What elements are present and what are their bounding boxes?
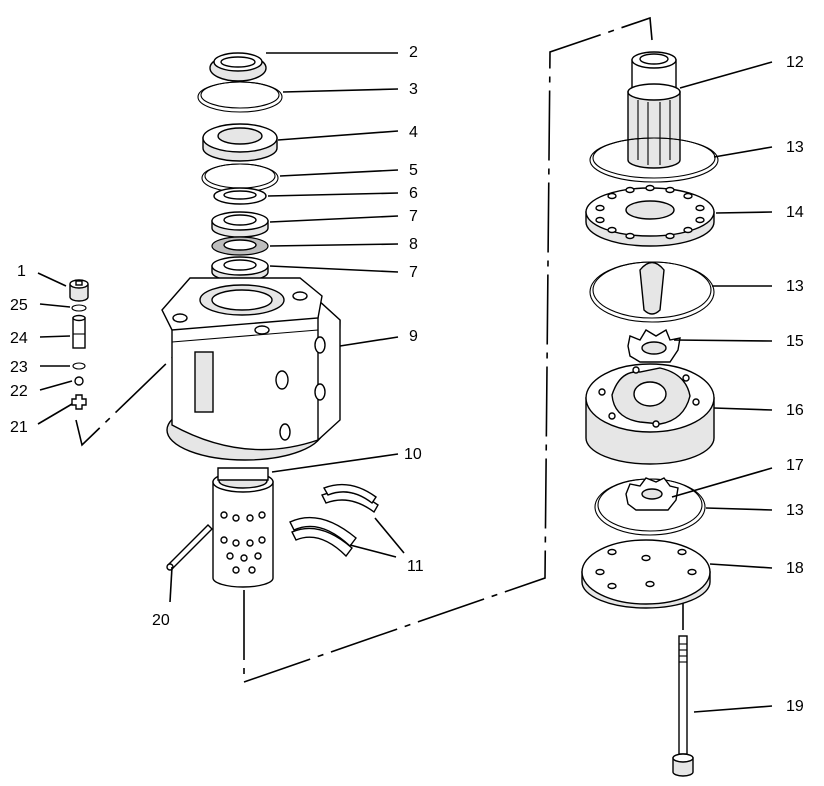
- part-16-gerotor-ring: [585, 363, 715, 465]
- callout-16: 16: [786, 402, 804, 419]
- part-6-washer: [213, 187, 267, 205]
- part-4-retainer: [202, 123, 278, 162]
- part-14-plate: [585, 184, 715, 247]
- callout-10: 10: [404, 446, 422, 463]
- callout-22: 22: [10, 383, 28, 400]
- part-13-oring-a: [589, 137, 719, 183]
- part-12-drive-shaft: [627, 51, 681, 169]
- callout-7-bottom: 7: [409, 264, 418, 281]
- part-7-bearing-race-top: [211, 211, 269, 238]
- callout-6: 6: [409, 185, 418, 202]
- callout-5: 5: [409, 162, 418, 179]
- part-15-drive-gear: [627, 328, 681, 363]
- part-23-oring: [72, 362, 86, 370]
- part-13-oring-b: [589, 261, 715, 323]
- part-3-oring: [197, 81, 283, 113]
- part-10-spool-sleeve: [212, 467, 274, 588]
- part-21-retainer: [71, 394, 87, 410]
- part-9-housing: [161, 277, 341, 461]
- callout-12: 12: [786, 54, 804, 71]
- callout-7-top: 7: [409, 208, 418, 225]
- callout-13-b: 13: [786, 278, 804, 295]
- part-25-oring: [71, 304, 87, 312]
- callout-20: 20: [152, 612, 170, 629]
- part-11-springs: [289, 483, 379, 558]
- callout-25: 25: [10, 297, 28, 314]
- callout-17: 17: [786, 457, 804, 474]
- callout-15: 15: [786, 333, 804, 350]
- callout-23: 23: [10, 359, 28, 376]
- callout-11: 11: [407, 558, 424, 575]
- callout-9: 9: [409, 328, 418, 345]
- callout-21: 21: [10, 419, 28, 436]
- part-18-end-cap: [581, 539, 711, 609]
- callout-8: 8: [409, 236, 418, 253]
- callout-24: 24: [10, 330, 28, 347]
- part-1-plug: [69, 279, 89, 302]
- callout-19: 19: [786, 698, 804, 715]
- part-7-bearing-race-bottom: [211, 256, 269, 282]
- centerline-main: [243, 16, 653, 684]
- callout-1: 1: [17, 263, 26, 280]
- callout-4: 4: [409, 124, 418, 141]
- part-24-valve-body: [72, 314, 86, 349]
- callout-2: 2: [409, 44, 418, 61]
- callout-13-a: 13: [786, 139, 804, 156]
- part-17-star-gear: [625, 477, 679, 511]
- callout-14: 14: [786, 204, 804, 221]
- part-19-bolt: [672, 635, 694, 777]
- part-2-seal: [209, 52, 267, 82]
- part-22-ball: [74, 376, 84, 386]
- leader-lines: [37, 52, 773, 713]
- part-8-thrust-bearing: [211, 236, 269, 256]
- callout-13-c: 13: [786, 502, 804, 519]
- part-20-pin: [166, 524, 213, 571]
- callout-3: 3: [409, 81, 418, 98]
- callout-18: 18: [786, 560, 804, 577]
